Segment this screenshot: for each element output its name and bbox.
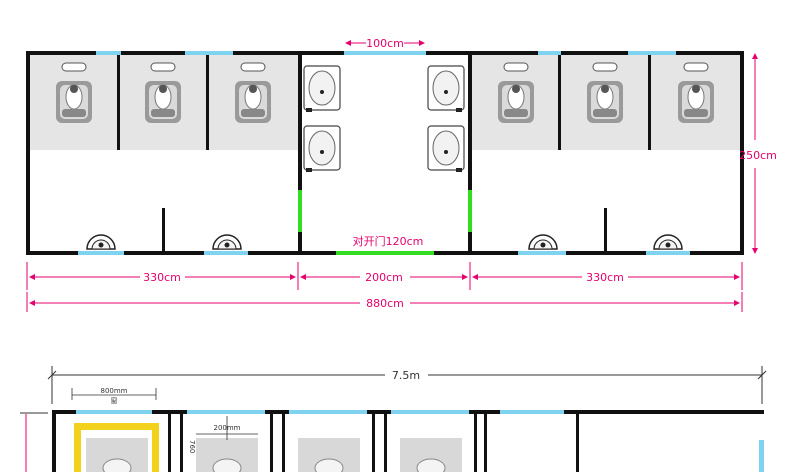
urinal-icon bbox=[653, 234, 683, 250]
dimension-total-bottom bbox=[47, 366, 767, 404]
dimension-total bbox=[26, 292, 743, 312]
bottom-windows bbox=[76, 410, 764, 472]
toilet-bowl-icon bbox=[212, 458, 242, 472]
dim-total-bottom-label: 7.5m bbox=[392, 369, 420, 382]
toilet-bowl-icon bbox=[314, 458, 344, 472]
dim-right-section: 330cm bbox=[586, 271, 624, 284]
window-label: 窗 bbox=[111, 396, 118, 405]
dim-corridor-label: 100cm bbox=[366, 37, 404, 50]
urinal-icon bbox=[212, 234, 242, 250]
toilet-bowl-icon bbox=[416, 458, 446, 472]
door-label: 对开门120cm bbox=[353, 234, 424, 248]
dim-middle-section: 200cm bbox=[365, 271, 403, 284]
dim-side-label: 760 bbox=[188, 440, 196, 453]
sink-icon bbox=[303, 125, 341, 173]
dim-left-section: 330cm bbox=[143, 271, 181, 284]
dim-total-label: 880cm bbox=[366, 297, 404, 310]
toilet-bowl-icon bbox=[102, 458, 132, 472]
sink-icon bbox=[427, 125, 465, 173]
support-frame bbox=[74, 423, 159, 472]
bottom-floor-plan: 7.5m 800mm 窗 bbox=[20, 366, 767, 472]
dimension-stall bbox=[196, 416, 258, 440]
dimension-partition bbox=[71, 388, 157, 400]
sink-icon bbox=[303, 65, 341, 113]
urinal-icon bbox=[86, 234, 116, 250]
urinal-icon bbox=[528, 234, 558, 250]
dim-partition-label: 800mm bbox=[101, 387, 128, 395]
dimension-sections bbox=[26, 262, 743, 290]
sink-icon bbox=[427, 65, 465, 113]
dim-stall-label: 200mm bbox=[214, 424, 241, 432]
doors bbox=[298, 190, 472, 255]
top-floor-plan: 100cm 250cm 对开门120cm 330cm 200cm 330cm bbox=[26, 37, 777, 312]
dimension-corridor: 100cm bbox=[345, 37, 425, 50]
dimension-height: 250cm bbox=[739, 53, 777, 254]
windows bbox=[78, 51, 690, 255]
dim-height-label: 250cm bbox=[739, 149, 777, 162]
